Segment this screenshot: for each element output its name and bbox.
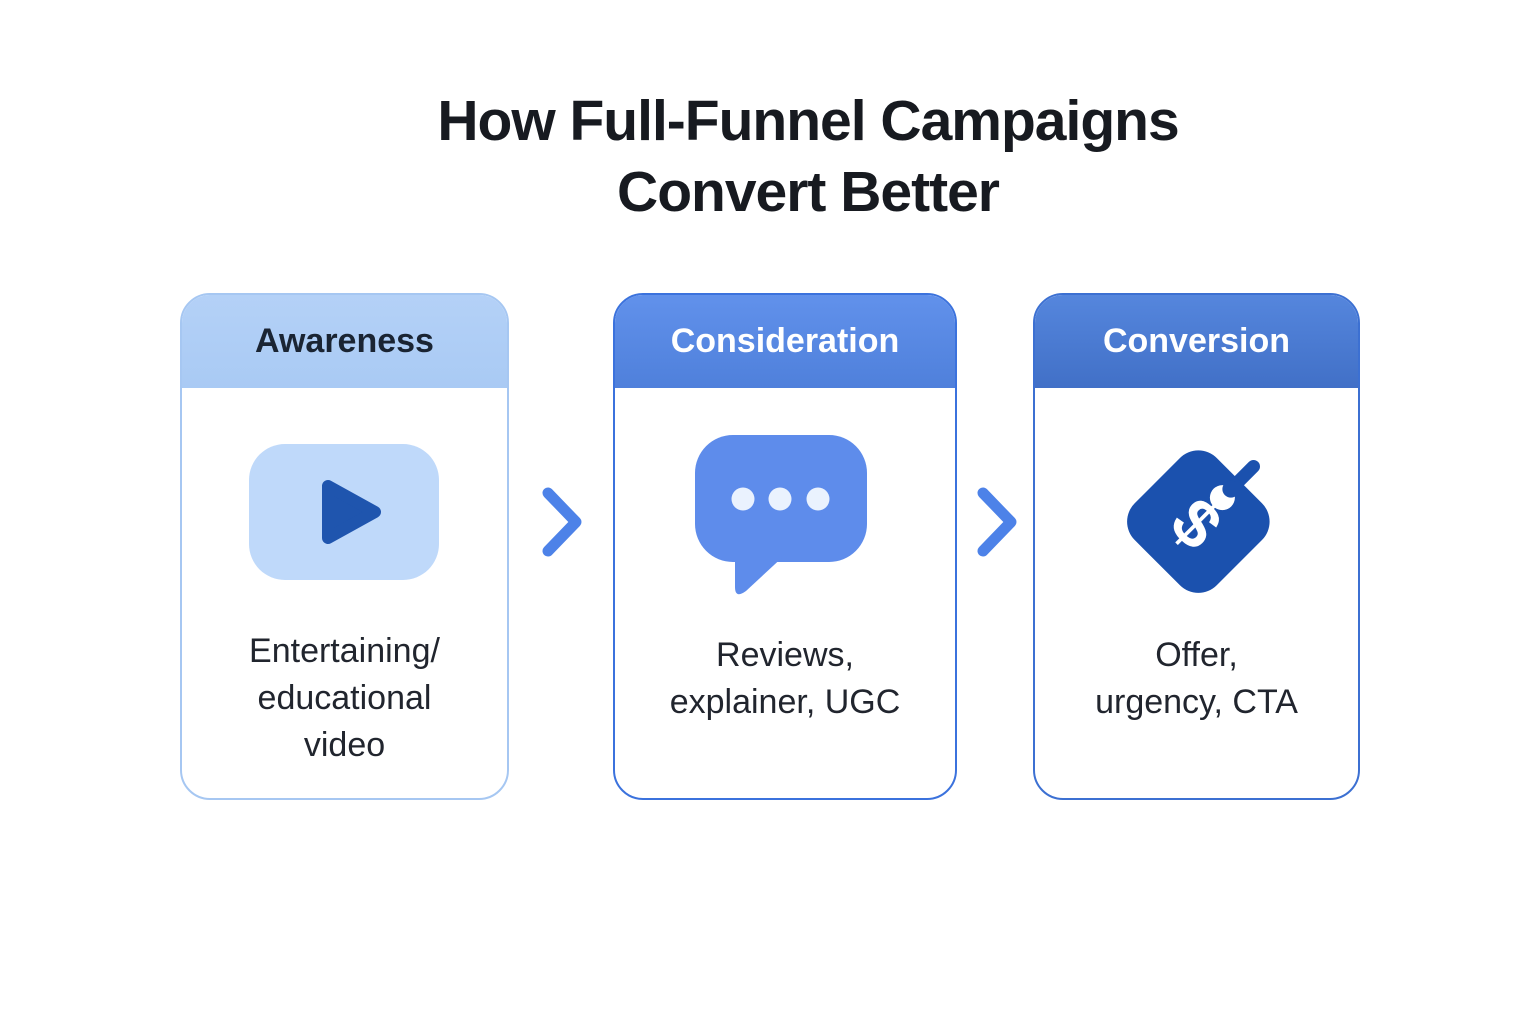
description-line: explainer, UGC [669, 683, 901, 721]
description-line: educational [257, 679, 432, 717]
description-line: Reviews, [716, 636, 854, 674]
stage-label: Conversion [1102, 322, 1291, 360]
stage-header-awareness: Awareness [182, 295, 507, 388]
page-title: How Full-Funnel Campaigns Convert Better [437, 86, 1179, 228]
stage-description-awareness: Entertaining/ educational video [182, 628, 507, 769]
stage-label: Awareness [255, 322, 434, 360]
stage-card-conversion: Conversion $ Offer, urgency, CTA [1033, 293, 1360, 800]
chevron-right-icon [977, 487, 1017, 557]
video-play-icon [249, 444, 439, 580]
stage-header-conversion: Conversion [1035, 295, 1358, 388]
chevron-right-icon [542, 487, 582, 557]
stage-card-consideration: Consideration Reviews, explainer, UGC [613, 293, 957, 800]
stage-label: Consideration [670, 322, 900, 360]
stage-card-awareness: Awareness Entertaining/ educational vide… [180, 293, 509, 800]
description-line: urgency, CTA [1095, 683, 1298, 721]
description-line: video [303, 726, 386, 764]
stage-description-consideration: Reviews, explainer, UGC [615, 632, 955, 726]
stage-header-consideration: Consideration [615, 295, 955, 388]
chat-bubble-icon [695, 435, 867, 595]
description-line: Offer, [1155, 636, 1238, 674]
title-line-2: Convert Better [617, 160, 1000, 224]
price-tag-icon: $ [1127, 450, 1270, 593]
description-line: Entertaining/ [249, 632, 440, 670]
stage-description-conversion: Offer, urgency, CTA [1035, 632, 1358, 726]
title-line-1: How Full-Funnel Campaigns [437, 89, 1179, 153]
